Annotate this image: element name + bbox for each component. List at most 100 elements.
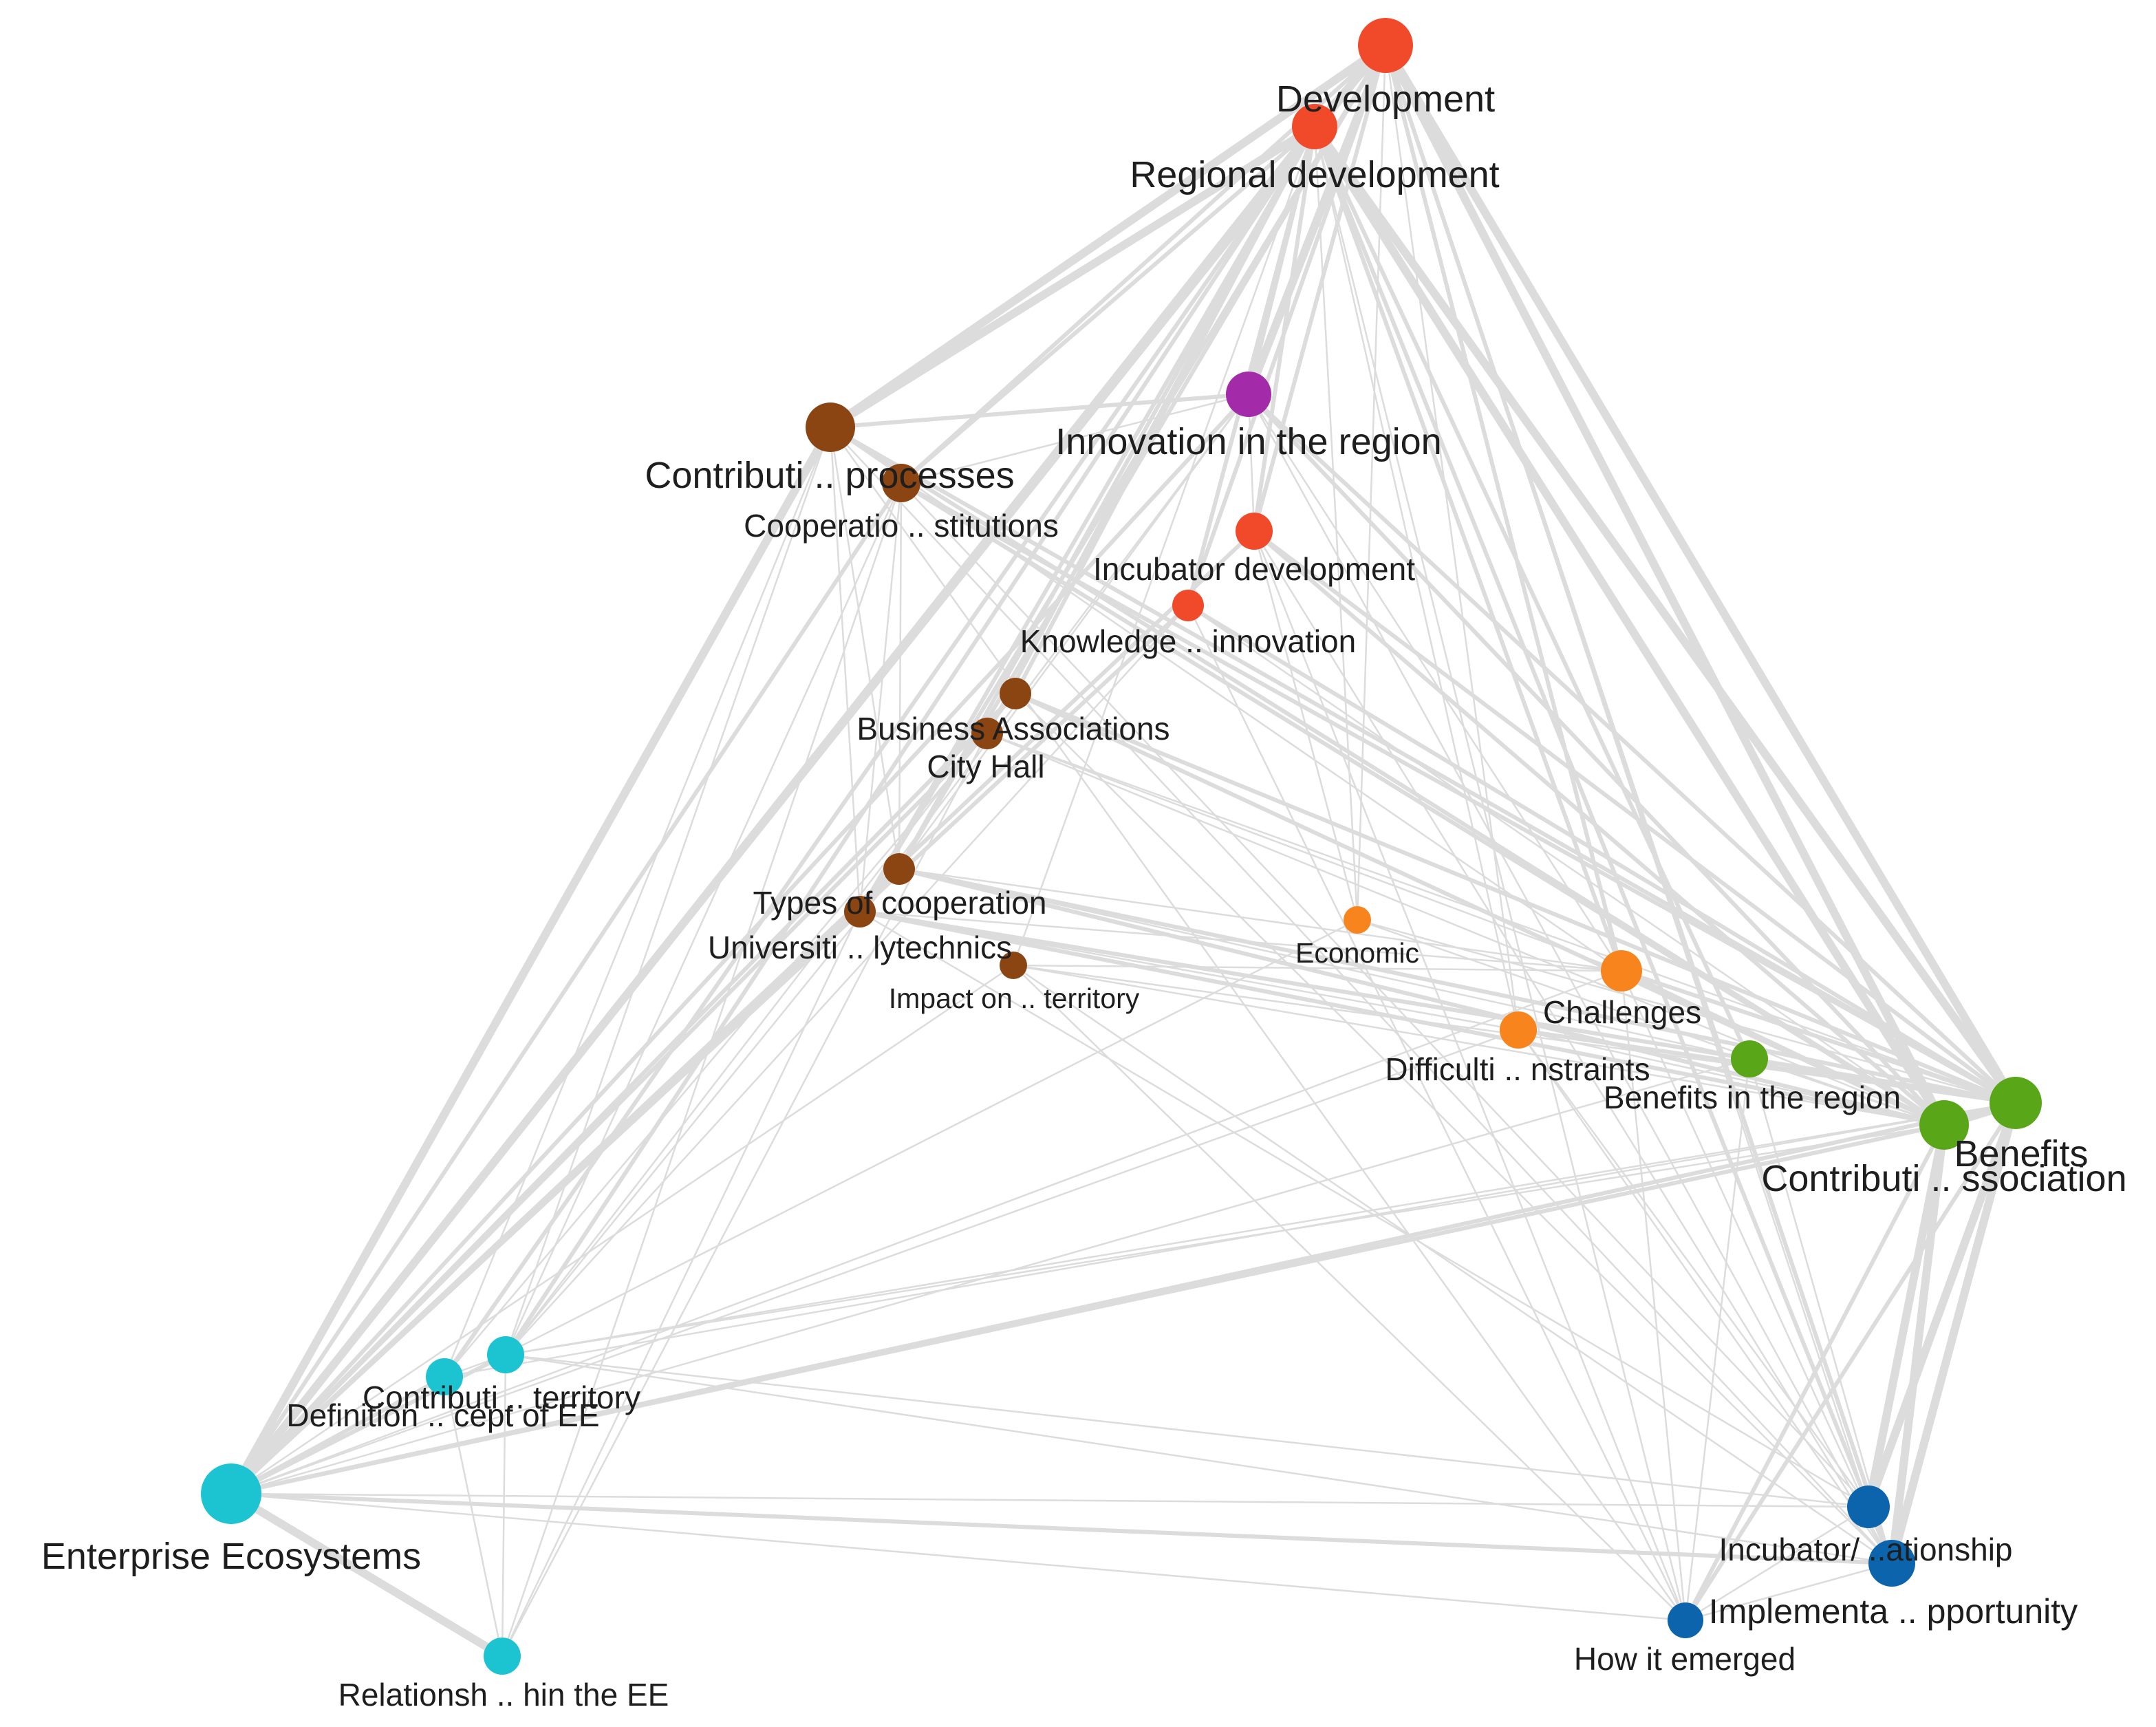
edge-challenges-enterprise_ecosystems	[230, 969, 1623, 1495]
edge-universities-benefits_region	[859, 910, 1751, 1060]
node-development[interactable]	[1358, 18, 1413, 73]
edge-innovation_region-challenges	[1247, 393, 1623, 972]
node-label-enterprise-ecosystems: Enterprise Ecosystems	[41, 1536, 421, 1577]
node-label-contrib-processes: Contributi .. processes	[645, 455, 1014, 496]
edge-cooperation_institutions-relationship_ee	[501, 482, 903, 1658]
edge-cooperation_institutions-benefits	[899, 481, 2018, 1105]
node-benefits[interactable]	[1990, 1077, 2042, 1129]
node-label-challenges: Challenges	[1543, 994, 1701, 1030]
edge-benefits-how_emerged	[1683, 1101, 2018, 1622]
edge-benefits-contrib_territory	[504, 1102, 2017, 1356]
edge-regional_development-contrib_processes	[826, 122, 1319, 431]
edge-enterprise_ecosystems-incubator_relationship	[230, 1492, 1870, 1508]
edge-definition_ee-enterprise_ecosystems	[229, 1375, 446, 1496]
edge-types_cooperation-challenges	[898, 868, 1623, 972]
edge-enterprise_ecosystems-relationship_ee	[227, 1490, 506, 1660]
edge-regional_development-economic	[1313, 125, 1359, 921]
edge-contrib_territory-implementation_opportunity	[504, 1353, 1893, 1565]
edge-development-contrib_association	[1381, 41, 1948, 1129]
node-label-cooperation-institutions: Cooperatio .. stitutions	[744, 508, 1059, 544]
node-benefits-region[interactable]	[1731, 1040, 1768, 1077]
node-label-implementation-opportunity: Implementa .. pportunity	[1709, 1592, 2078, 1631]
edge-implementation_opportunity-how_emerged	[1684, 1562, 1893, 1622]
node-label-incubator-development: Incubator development	[1093, 551, 1415, 587]
node-incubator-development[interactable]	[1236, 513, 1273, 550]
edge-innovation_region-incubator_development	[1247, 393, 1255, 533]
node-impact-territory[interactable]	[1000, 952, 1027, 979]
edge-business_associations-implementation_opportunity	[1014, 692, 1893, 1565]
edge-layer	[227, 41, 2020, 1660]
node-contrib-processes[interactable]	[806, 403, 855, 452]
edge-contrib_processes-contrib_territory	[504, 426, 832, 1356]
edge-types_cooperation-contrib_association	[897, 867, 1946, 1127]
node-types-cooperation[interactable]	[883, 853, 915, 885]
node-implementation-opportunity[interactable]	[1868, 1540, 1915, 1587]
edge-development-challenges	[1383, 43, 1624, 973]
edge-development-contrib_processes	[826, 41, 1390, 431]
edge-challenges-implementation_opportunity	[1620, 969, 1893, 1565]
node-relationship-ee[interactable]	[484, 1638, 521, 1675]
edge-regional_development-cooperation_institutions	[899, 125, 1317, 485]
node-city-hall[interactable]	[971, 718, 1003, 749]
node-label-economic: Economic	[1295, 937, 1419, 969]
edge-benefits-implementation_opportunity	[1888, 1099, 2020, 1567]
edge-enterprise_ecosystems-implementation_opportunity	[229, 1492, 1894, 1565]
edge-regional_development-impact_territory	[1012, 125, 1316, 967]
edge-economic-contrib_association	[1356, 919, 1945, 1126]
edge-regional_development-how_emerged	[1313, 125, 1687, 1622]
edge-contrib_processes-types_cooperation	[829, 426, 901, 870]
node-business-associations[interactable]	[1000, 678, 1031, 709]
node-difficulties[interactable]	[1500, 1011, 1537, 1049]
edge-city_hall-contrib_association	[986, 732, 1945, 1126]
edge-knowledge_innovation-how_emerged	[1187, 604, 1687, 1622]
node-contrib-territory[interactable]	[487, 1336, 524, 1373]
edge-challenges-benefits	[1619, 969, 2018, 1105]
node-economic[interactable]	[1344, 906, 1371, 934]
node-knowledge-innovation[interactable]	[1172, 590, 1204, 621]
node-label-universities: Universiti .. lytechnics	[708, 930, 1012, 965]
node-label-definition-ee: Definition .. cept of EE	[286, 1397, 599, 1433]
edge-incubator_development-economic	[1253, 530, 1359, 921]
edge-cooperation_institutions-types_cooperation	[898, 482, 903, 870]
node-enterprise-ecosystems[interactable]	[201, 1463, 261, 1524]
edge-regional_development-enterprise_ecosystems	[227, 122, 1319, 1498]
node-how-emerged[interactable]	[1668, 1602, 1703, 1638]
node-innovation-region[interactable]	[1226, 372, 1271, 417]
edge-types_cooperation-contrib_territory	[504, 868, 901, 1356]
edge-development-benefits	[1381, 41, 2020, 1107]
edge-knowledge_innovation-contrib_territory	[504, 604, 1189, 1356]
node-label-development: Development	[1276, 78, 1495, 120]
node-universities[interactable]	[844, 896, 876, 927]
edge-development-incubator_relationship	[1384, 44, 1870, 1508]
edge-benefits_region-benefits	[1747, 1057, 2018, 1105]
node-definition-ee[interactable]	[426, 1358, 463, 1395]
edge-city_hall-enterprise_ecosystems	[229, 731, 989, 1496]
node-challenges[interactable]	[1601, 950, 1642, 991]
edge-universities-challenges	[859, 910, 1623, 972]
edge-regional_development-knowledge_innovation	[1186, 125, 1317, 608]
edge-challenges-how_emerged	[1620, 969, 1687, 1622]
edge-regional_development-contrib_territory	[504, 125, 1317, 1357]
edge-innovation_region-benefits	[1247, 392, 2018, 1105]
node-incubator-relationship[interactable]	[1847, 1485, 1890, 1528]
edge-regional_development-contrib_association	[1311, 122, 1948, 1129]
edge-cooperation_institutions-contrib_territory	[504, 482, 903, 1356]
edge-universities-relationship_ee	[501, 910, 861, 1658]
edge-cooperation_institutions-incubator_relationship	[900, 482, 1870, 1508]
edge-innovation_region-cooperation_institutions	[900, 393, 1250, 484]
edge-contrib_processes-universities	[829, 426, 861, 913]
edge-benefits_region-contrib_association	[1748, 1058, 1945, 1126]
node-contrib-association[interactable]	[1919, 1100, 1969, 1150]
edge-incubator_development-how_emerged	[1253, 530, 1687, 1622]
edge-impact_territory-enterprise_ecosystems	[230, 964, 1015, 1495]
edge-development-difficulties	[1384, 44, 1520, 1031]
node-regional-development[interactable]	[1292, 104, 1337, 149]
edge-impact_territory-how_emerged	[1012, 964, 1687, 1622]
edge-benefits_region-how_emerged	[1684, 1058, 1751, 1622]
node-label-difficulties: Difficulti .. nstraints	[1385, 1051, 1650, 1087]
edge-benefits-incubator_relationship	[1864, 1099, 2020, 1511]
node-cooperation-institutions[interactable]	[882, 464, 920, 502]
edge-difficulties-enterprise_ecosystems	[230, 1029, 1520, 1495]
edge-regional_development-incubator_relationship	[1313, 125, 1870, 1508]
